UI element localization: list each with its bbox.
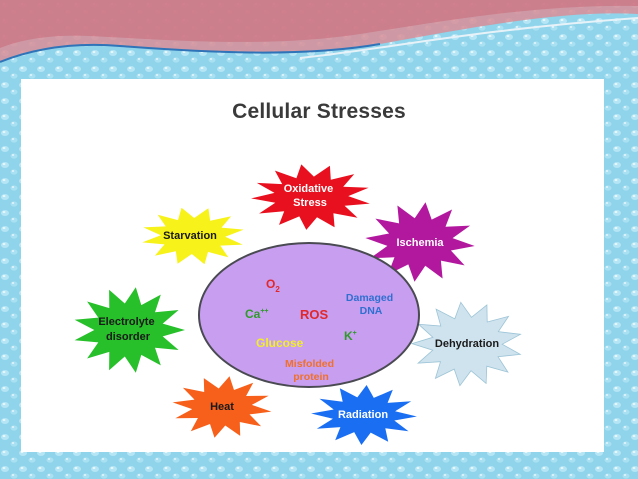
electrolyte-line-2: disorder: [106, 331, 151, 343]
electrolyte-line-1: Electrolyte: [98, 316, 154, 328]
oxidative-line-2: Stress: [293, 197, 327, 209]
misfolded-protein-label: Misfolded protein: [285, 358, 337, 383]
heat-label: Heat: [210, 401, 234, 413]
dehydration-burst: [410, 301, 522, 387]
starvation-label: Starvation: [163, 230, 217, 242]
cell-ellipse: [198, 242, 420, 388]
ischemia-label: Ischemia: [396, 237, 444, 249]
ca-base: Ca: [245, 307, 261, 321]
k-superscript: +: [353, 330, 357, 337]
diagram-title: Cellular Stresses: [232, 100, 406, 123]
electrolyte-disorder-burst: [74, 287, 185, 373]
ca-superscript: ++: [260, 308, 268, 315]
o2-subscript: 2: [275, 285, 280, 294]
oxidative-line-1: Oxidative: [284, 183, 334, 195]
misfolded-line-1: Misfolded: [285, 358, 334, 370]
damaged-dna-line-1: Damaged: [346, 292, 393, 304]
dehydration-label: Dehydration: [435, 338, 499, 350]
calcium-label: Ca++: [245, 307, 269, 321]
damaged-dna-label: Damaged DNA: [346, 292, 396, 317]
ischemia-burst: [365, 202, 475, 282]
starvation-burst: [142, 207, 244, 265]
electrolyte-disorder-label: Electrolyte disorder: [98, 316, 157, 343]
heat-burst: [172, 376, 272, 438]
misfolded-line-2: protein: [293, 371, 329, 383]
potassium-label: K+: [344, 329, 357, 343]
oxidative-stress-label: Oxidative Stress: [284, 183, 337, 209]
radiation-burst: [311, 385, 417, 445]
k-base: K: [344, 329, 353, 343]
o2-base: O: [266, 277, 275, 291]
glucose-label: Glucose: [256, 336, 304, 350]
oxidative-stress-burst: [251, 164, 370, 230]
ros-label: ROS: [300, 307, 329, 322]
damaged-dna-line-2: DNA: [360, 305, 383, 317]
radiation-label: Radiation: [338, 409, 388, 421]
oxygen-label: O2: [266, 277, 280, 294]
